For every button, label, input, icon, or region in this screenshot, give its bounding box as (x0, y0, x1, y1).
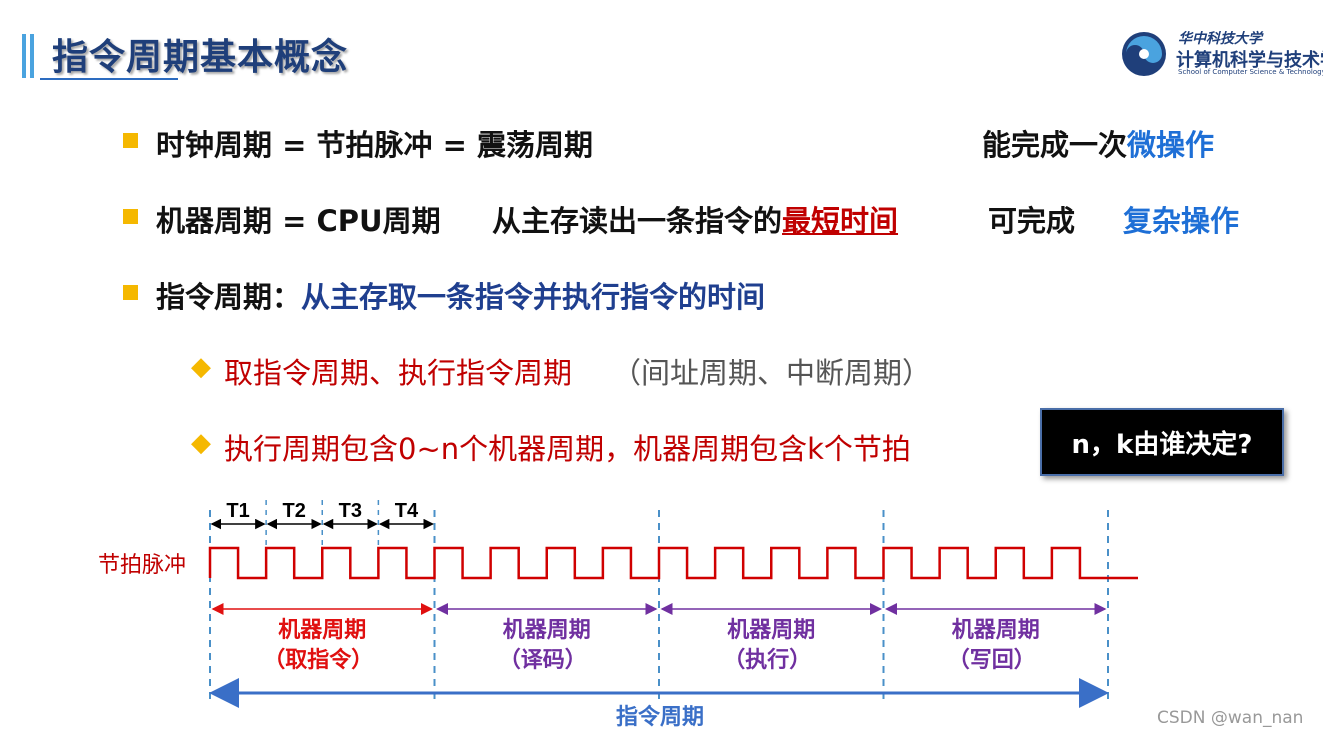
instruction-cycle-label: 指令周期： (156, 280, 302, 314)
machine-cycle-title: 机器周期 (278, 617, 366, 642)
logo-university-name: 华中科技大学 (1178, 31, 1262, 47)
watermark: CSDN @wan_nan (1157, 708, 1304, 728)
note-highlight: 微操作 (1127, 128, 1215, 162)
bullet-square (123, 209, 138, 224)
bullet-clock-cycle-note: 能完成一次微操作 (982, 122, 1214, 164)
note-prefix: 能完成一次 (982, 128, 1128, 162)
diamond-bullet-icon: ◆ (191, 352, 211, 382)
bullet-square (123, 285, 138, 300)
bullet-machine-cycle-desc: 从主存读出一条指令的最短时间 (492, 198, 898, 240)
university-emblem-icon (1122, 32, 1166, 76)
sub-bullet-exec: 执行周期包含0~n个机器周期，机器周期包含k个节拍 (224, 432, 911, 466)
beat-label: T2 (283, 500, 306, 522)
callout-text: n，k由谁决定? (1071, 430, 1253, 460)
instruction-cycle-definition: 从主存取一条指令并执行指令的时间 (301, 280, 766, 314)
sub-bullet-text: 取指令周期、执行指令周期 (224, 356, 573, 390)
machine-cycle-subtitle: （写回） (948, 647, 1036, 672)
machine-cycle-subtitle: （取指令） (263, 647, 373, 672)
bullet-machine-cycle: 机器周期 = CPU周期 (156, 204, 441, 238)
title-underline (40, 78, 178, 80)
bullet-machine-cycle-note: 可完成 (988, 204, 1076, 238)
bullet-instruction-cycle: 指令周期：从主存取一条指令并执行指令的时间 (156, 274, 765, 316)
bullet-square (123, 133, 138, 148)
beat-label: T1 (226, 500, 249, 522)
question-callout: n，k由谁决定? (1040, 408, 1284, 476)
timing-diagram: 节拍脉冲 T1 T2 T3 T4 机器周期 （取指令） 机器周期 （译码） 机器周期 （执行） 机… (98, 500, 1138, 729)
machine-cycle-title: 机器周期 (952, 617, 1040, 642)
beat-label: T3 (339, 500, 362, 522)
page-title: 指令周期基本概念 (52, 37, 349, 78)
desc-highlight: 最短时间 (782, 204, 899, 238)
pulse-waveform (208, 546, 1138, 580)
diamond-bullet-icon: ◆ (191, 428, 211, 458)
logo-school-name: 计算机科学与技术学院 (1176, 50, 1323, 71)
desc-prefix: 从主存读出一条指令的 (492, 204, 783, 238)
title-accent-bars (22, 34, 40, 78)
beat-label: T4 (395, 500, 419, 522)
pulse-label: 节拍脉冲 (98, 552, 186, 577)
sub-bullet-gray: （间址周期、中断周期） (612, 356, 932, 390)
machine-cycle-subtitle: （译码） (499, 647, 587, 672)
university-logo: 华中科技大学 计算机科学与技术学院 School of Computer Sci… (1120, 26, 1323, 82)
sub-bullet-cycles: 取指令周期、执行指令周期 （间址周期、中断周期） (224, 350, 931, 392)
instruction-cycle-label: 指令周期 (616, 704, 704, 729)
logo-school-english: School of Computer Science & Technology,… (1178, 68, 1323, 76)
machine-cycle-title: 机器周期 (727, 617, 815, 642)
machine-cycle-subtitle: （执行） (723, 647, 811, 672)
machine-cycle-title: 机器周期 (503, 617, 591, 642)
bullet-clock-cycle: 时钟周期 = 节拍脉冲 = 震荡周期 (156, 128, 593, 162)
bullet-machine-cycle-highlight: 复杂操作 (1123, 204, 1240, 238)
